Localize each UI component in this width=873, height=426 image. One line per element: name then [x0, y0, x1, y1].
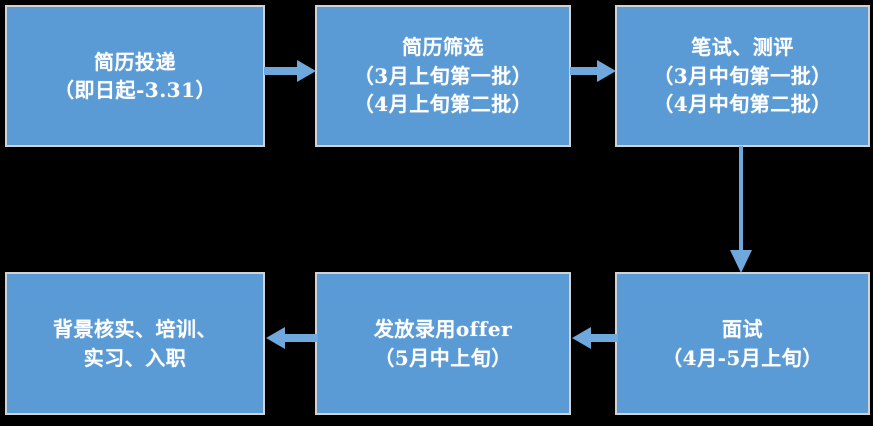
- flow-node-background-check-onboarding[interactable]: 背景核实、培训、 实习、入职: [4, 272, 269, 426]
- flow-node-label: 发放录用offer （5月中上旬）: [373, 317, 513, 370]
- flow-node-interview[interactable]: 面试 （4月-5月上旬）: [614, 272, 873, 426]
- flow-node-label: 面试 （4月-5月上旬）: [662, 317, 823, 370]
- arrow-left-icon-offer-to-background-check: [264, 325, 318, 351]
- flow-node-label: 简历投递 （即日起-3.31）: [53, 49, 216, 102]
- flow-node-label: 笔试、测评 （3月中旬第一批） （4月中旬第二批）: [653, 35, 832, 117]
- flow-node-offer-issuance[interactable]: 发放录用offer （5月中上旬）: [314, 272, 575, 426]
- flow-node-label: 简历筛选 （3月上旬第一批） （4月上旬第二批）: [353, 35, 533, 117]
- flow-node-resume-screening[interactable]: 简历筛选 （3月上旬第一批） （4月上旬第二批）: [314, 5, 575, 158]
- flow-node-written-test-assessment[interactable]: 笔试、测评 （3月中旬第一批） （4月中旬第二批）: [614, 5, 873, 158]
- arrow-down-icon-written-test-to-interview: [728, 146, 754, 274]
- flow-node-label: 背景核实、培训、 实习、入职: [53, 317, 217, 370]
- arrow-right-icon-submission-to-screening: [264, 58, 318, 84]
- arrow-right-icon-screening-to-written-test: [570, 58, 618, 84]
- flow-node-resume-submission[interactable]: 简历投递 （即日起-3.31）: [4, 5, 269, 158]
- arrow-left-icon-interview-to-offer: [570, 325, 618, 351]
